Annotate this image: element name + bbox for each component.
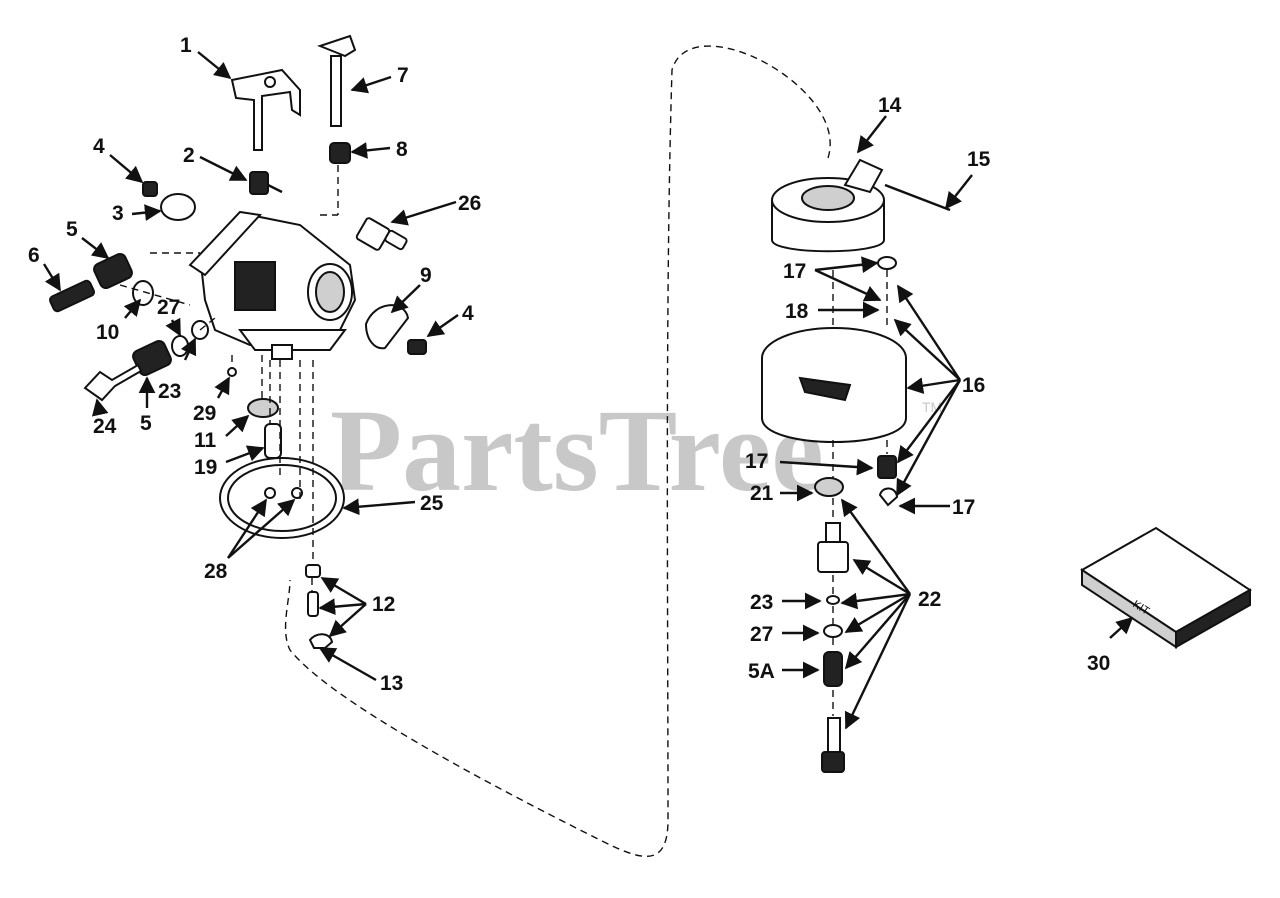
callout-10: 10 — [96, 321, 119, 344]
callout-5A: 5A — [748, 660, 775, 683]
callout-25: 25 — [420, 492, 444, 515]
part-24-needle-valve — [83, 363, 143, 402]
callout-23: 23 — [158, 380, 181, 403]
part-15-float-pin — [884, 183, 951, 212]
callout-6: 6 — [28, 244, 40, 267]
leader-arrows — [42, 51, 1134, 730]
part-14-float — [771, 158, 885, 253]
part-21-washer — [814, 477, 844, 497]
part-3-throttle-plate — [160, 193, 196, 221]
part-5-spring — [93, 253, 133, 289]
callout-26: 26 — [458, 192, 481, 215]
watermark-text: PartsTree — [330, 385, 824, 516]
alignment-lines-right — [832, 270, 888, 716]
part-25-bowl-gasket — [219, 457, 345, 539]
callout-17-b: 17 — [745, 450, 768, 473]
callout-5-lower: 5 — [140, 412, 152, 435]
callout-29: 29 — [193, 402, 216, 425]
callout-4: 4 — [93, 135, 105, 158]
dashed-assembly-connector — [284, 45, 831, 857]
part-27-washer — [171, 335, 189, 357]
callout-17-c: 17 — [952, 496, 975, 519]
part-2-spring — [249, 171, 283, 195]
callout-21: 21 — [750, 482, 774, 505]
part-13-clip — [308, 633, 334, 649]
callout-13: 13 — [380, 672, 403, 695]
part-11-float-needle — [247, 398, 279, 418]
callout-2: 2 — [183, 144, 195, 167]
callout-11: 11 — [194, 429, 217, 452]
callout-28: 28 — [204, 560, 228, 583]
callout-24: 24 — [93, 415, 117, 438]
callout-4-lower: 4 — [462, 302, 474, 325]
part-30-repair-kit-box: KIT — [1080, 526, 1252, 649]
part-1-throttle-bracket — [230, 68, 301, 151]
part-27-washer-right — [823, 624, 843, 638]
part-28-gasket-hole — [264, 487, 276, 499]
callout-18: 18 — [785, 300, 809, 323]
callout-27: 27 — [157, 296, 180, 319]
callout-30: 30 — [1087, 652, 1110, 675]
callout-16: 16 — [962, 374, 985, 397]
callout-23-right: 23 — [750, 591, 773, 614]
part-6-needle-screw — [48, 279, 96, 313]
part-8-spring — [329, 142, 351, 164]
callout-5: 5 — [66, 218, 78, 241]
callout-17: 17 — [783, 260, 806, 283]
part-5A-spring — [823, 651, 843, 687]
callout-14: 14 — [878, 94, 902, 117]
alignment-lines-left — [119, 165, 339, 592]
part-4-screw — [142, 181, 158, 197]
part-19-pin — [264, 423, 282, 459]
float-bowl — [761, 327, 907, 443]
part-26-fuel-fitting — [355, 217, 408, 251]
part-22-adjusting-needle — [821, 717, 845, 773]
part-23-washer-right — [826, 595, 840, 605]
carburetor-body — [188, 210, 357, 360]
callout-7: 7 — [397, 64, 409, 87]
part-17-clip — [878, 487, 899, 507]
callout-15: 15 — [967, 148, 991, 171]
part-9-choke-plate — [364, 304, 410, 350]
part-7-choke-shaft — [317, 34, 357, 127]
part-4-screw-lower — [407, 339, 427, 355]
part-29-check-ball — [227, 367, 237, 377]
callout-9: 9 — [420, 264, 432, 287]
part-10-o-ring — [132, 280, 154, 306]
callout-12: 12 — [372, 593, 395, 616]
callout-8: 8 — [396, 138, 408, 161]
part-12-seat — [305, 564, 321, 578]
callout-3: 3 — [112, 202, 124, 225]
part-22-bowl-nut — [817, 522, 849, 573]
callout-22: 22 — [918, 588, 941, 611]
part-17-cap — [877, 256, 897, 270]
part-12-needle — [307, 591, 319, 617]
part-17-spring — [877, 455, 897, 479]
callout-19: 19 — [194, 456, 217, 479]
callout-1: 1 — [180, 34, 192, 57]
callout-labels: 1 2 3 4 5 6 7 8 26 9 4 10 27 23 24 5 29 … — [28, 34, 1110, 695]
callout-27-right: 27 — [750, 623, 773, 646]
